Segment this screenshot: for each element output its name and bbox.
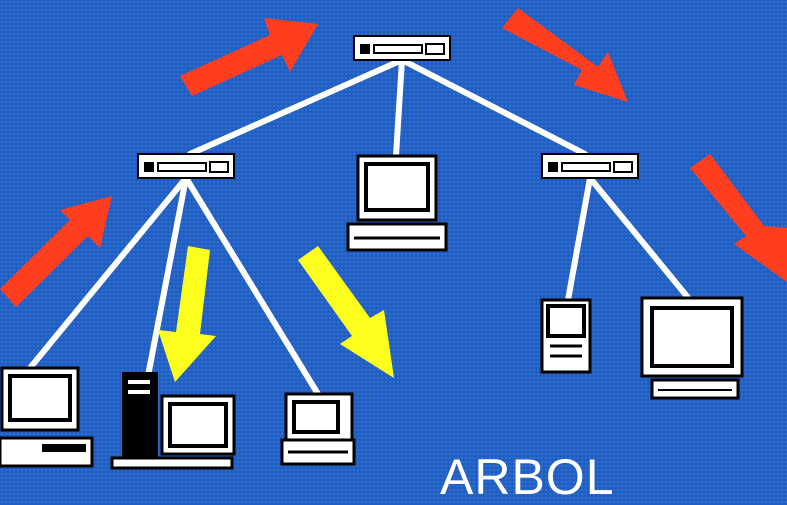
hub-icon xyxy=(353,35,451,61)
secondary-arrows xyxy=(158,246,394,382)
hub-icon xyxy=(137,153,235,179)
link-line xyxy=(393,57,405,159)
link-line xyxy=(183,175,321,397)
link-line xyxy=(145,175,189,379)
red-arrow xyxy=(502,8,628,102)
diagram-title: ARBOL xyxy=(440,449,615,505)
desktop-computer-icon xyxy=(346,154,448,252)
red-arrow xyxy=(180,18,318,96)
link-line xyxy=(399,57,588,157)
compact-computer-icon xyxy=(540,298,592,374)
link-line xyxy=(565,175,593,303)
yellow-arrow xyxy=(158,246,216,382)
laptop-icon xyxy=(280,392,356,466)
red-arrow xyxy=(0,196,112,307)
link-lines xyxy=(27,57,693,397)
hub-icon xyxy=(541,153,639,179)
red-arrow xyxy=(690,154,787,282)
desktop-computer-icon xyxy=(0,366,94,468)
monitor-keyboard-icon xyxy=(640,296,744,400)
tower-computer-icon xyxy=(110,372,236,470)
link-line xyxy=(27,175,189,371)
link-line xyxy=(587,175,693,303)
link-line xyxy=(187,57,405,157)
yellow-arrow xyxy=(298,246,394,378)
primary-arrows xyxy=(0,8,787,307)
